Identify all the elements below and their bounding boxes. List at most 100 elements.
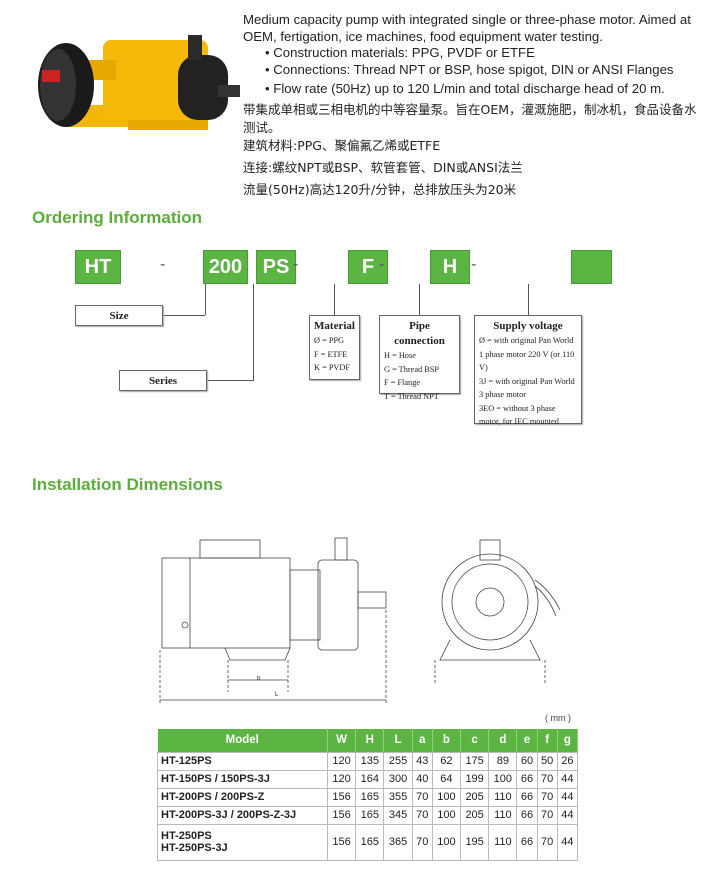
- value-cell: 66: [516, 805, 538, 825]
- unit-label: ( mm ): [545, 713, 571, 723]
- value-cell: 70: [536, 823, 558, 861]
- pump-photo: [38, 35, 240, 130]
- value-cell: 64: [431, 769, 462, 789]
- value-cell: 156: [326, 805, 357, 825]
- value-cell: 70: [411, 805, 433, 825]
- model-cell: HT-200PS-3J / 200PS-Z-3J: [157, 805, 328, 825]
- model-cell: HT-200PS / 200PS-Z: [157, 787, 328, 807]
- value-cell: 164: [355, 769, 385, 789]
- ordering-title: Ordering Information: [32, 208, 202, 227]
- code-box-size: 200: [203, 250, 248, 284]
- value-cell: 40: [411, 769, 433, 789]
- value-cell: 70: [411, 823, 433, 861]
- code-box-material: F: [348, 250, 388, 284]
- value-cell: 110: [488, 787, 518, 807]
- code-box-ht: HT: [75, 250, 121, 284]
- value-cell: 62: [431, 751, 462, 771]
- value-cell: 44: [556, 769, 579, 789]
- value-cell: 110: [488, 823, 518, 861]
- value-cell: 100: [431, 805, 462, 825]
- dim-L-label: L: [275, 692, 279, 698]
- value-cell: 165: [355, 805, 385, 825]
- value-cell: 70: [411, 787, 433, 807]
- value-cell: 70: [536, 769, 558, 789]
- value-cell: 66: [516, 769, 538, 789]
- value-cell: 195: [460, 823, 490, 861]
- size-label: Size: [75, 305, 163, 326]
- value-cell: 205: [460, 805, 490, 825]
- value-cell: 50: [536, 751, 558, 771]
- model-cell: HT-125PS: [157, 751, 328, 771]
- value-cell: 156: [326, 823, 357, 861]
- column-header: W: [327, 729, 357, 752]
- column-header: c: [460, 729, 490, 752]
- value-cell: 255: [383, 751, 413, 771]
- value-cell: 300: [383, 769, 413, 789]
- product-description: Medium capacity pump with integrated sin…: [243, 12, 699, 199]
- column-header: f: [537, 729, 558, 752]
- value-cell: 120: [326, 751, 357, 771]
- value-cell: 135: [355, 751, 385, 771]
- value-cell: 156: [326, 787, 357, 807]
- column-header: b: [432, 729, 462, 752]
- code-box-voltage: [571, 250, 612, 284]
- model-cell: HT-150PS / 150PS-3J: [157, 769, 328, 789]
- dash: -: [160, 256, 166, 273]
- model-cell: HT-250PS HT-250PS-3J: [157, 823, 328, 861]
- value-cell: 66: [516, 823, 538, 861]
- value-cell: 100: [431, 787, 462, 807]
- column-header: Model: [157, 729, 328, 752]
- bullet-item: • Flow rate (50Hz) up to 120 L/min and t…: [265, 81, 665, 96]
- installation-title: Installation Dimensions: [32, 475, 223, 494]
- value-cell: 165: [355, 823, 385, 861]
- supply-voltage-box: Supply voltage Ø = with original Pan Wor…: [474, 315, 582, 426]
- value-cell: 44: [556, 805, 579, 825]
- value-cell: 355: [383, 787, 413, 807]
- series-label: Series: [119, 370, 207, 391]
- column-header: H: [355, 729, 385, 752]
- value-cell: 60: [516, 751, 538, 771]
- value-cell: 44: [556, 823, 579, 861]
- value-cell: 110: [488, 805, 518, 825]
- chinese-flow: 流量(50Hz)高达120升/分钟，总排放压头为20米: [243, 181, 517, 197]
- value-cell: 100: [488, 769, 518, 789]
- value-cell: 199: [460, 769, 490, 789]
- value-cell: 365: [383, 823, 413, 861]
- intro-text: Medium capacity pump with integrated sin…: [243, 12, 691, 44]
- value-cell: 345: [383, 805, 413, 825]
- dimension-drawing: [159, 537, 561, 704]
- value-cell: 44: [556, 787, 579, 807]
- dim-b-label: b: [257, 676, 261, 682]
- column-header: a: [412, 729, 433, 752]
- column-header: g: [557, 729, 579, 752]
- code-box-pipe: H: [430, 250, 470, 284]
- bullet-item: • Construction materials: PPG, PVDF or E…: [265, 45, 535, 60]
- value-cell: 70: [536, 805, 558, 825]
- bullet-item: • Connections: Thread NPT or BSP, hose s…: [265, 61, 674, 77]
- chinese-intro: 带集成单相或三相电机的中等容量泵。旨在OEM，灌溉施肥，制冰机，食品设备水测试。: [243, 101, 697, 135]
- value-cell: 70: [536, 787, 558, 807]
- value-cell: 26: [556, 751, 579, 771]
- value-cell: 66: [516, 787, 538, 807]
- value-cell: 175: [460, 751, 490, 771]
- value-cell: 120: [326, 769, 357, 789]
- value-cell: 89: [488, 751, 518, 771]
- code-box-series: PS: [256, 250, 296, 284]
- value-cell: 165: [355, 787, 385, 807]
- chinese-materials: 建筑材料:PPG、聚偏氟乙烯或ETFE: [243, 137, 441, 153]
- value-cell: 205: [460, 787, 490, 807]
- dash: -: [379, 256, 385, 273]
- dash: -: [471, 256, 477, 273]
- column-header: L: [383, 729, 413, 752]
- chinese-connections: 连接:螺纹NPT或BSP、软管套管、DIN或ANSI法兰: [243, 159, 523, 175]
- value-cell: 100: [431, 823, 462, 861]
